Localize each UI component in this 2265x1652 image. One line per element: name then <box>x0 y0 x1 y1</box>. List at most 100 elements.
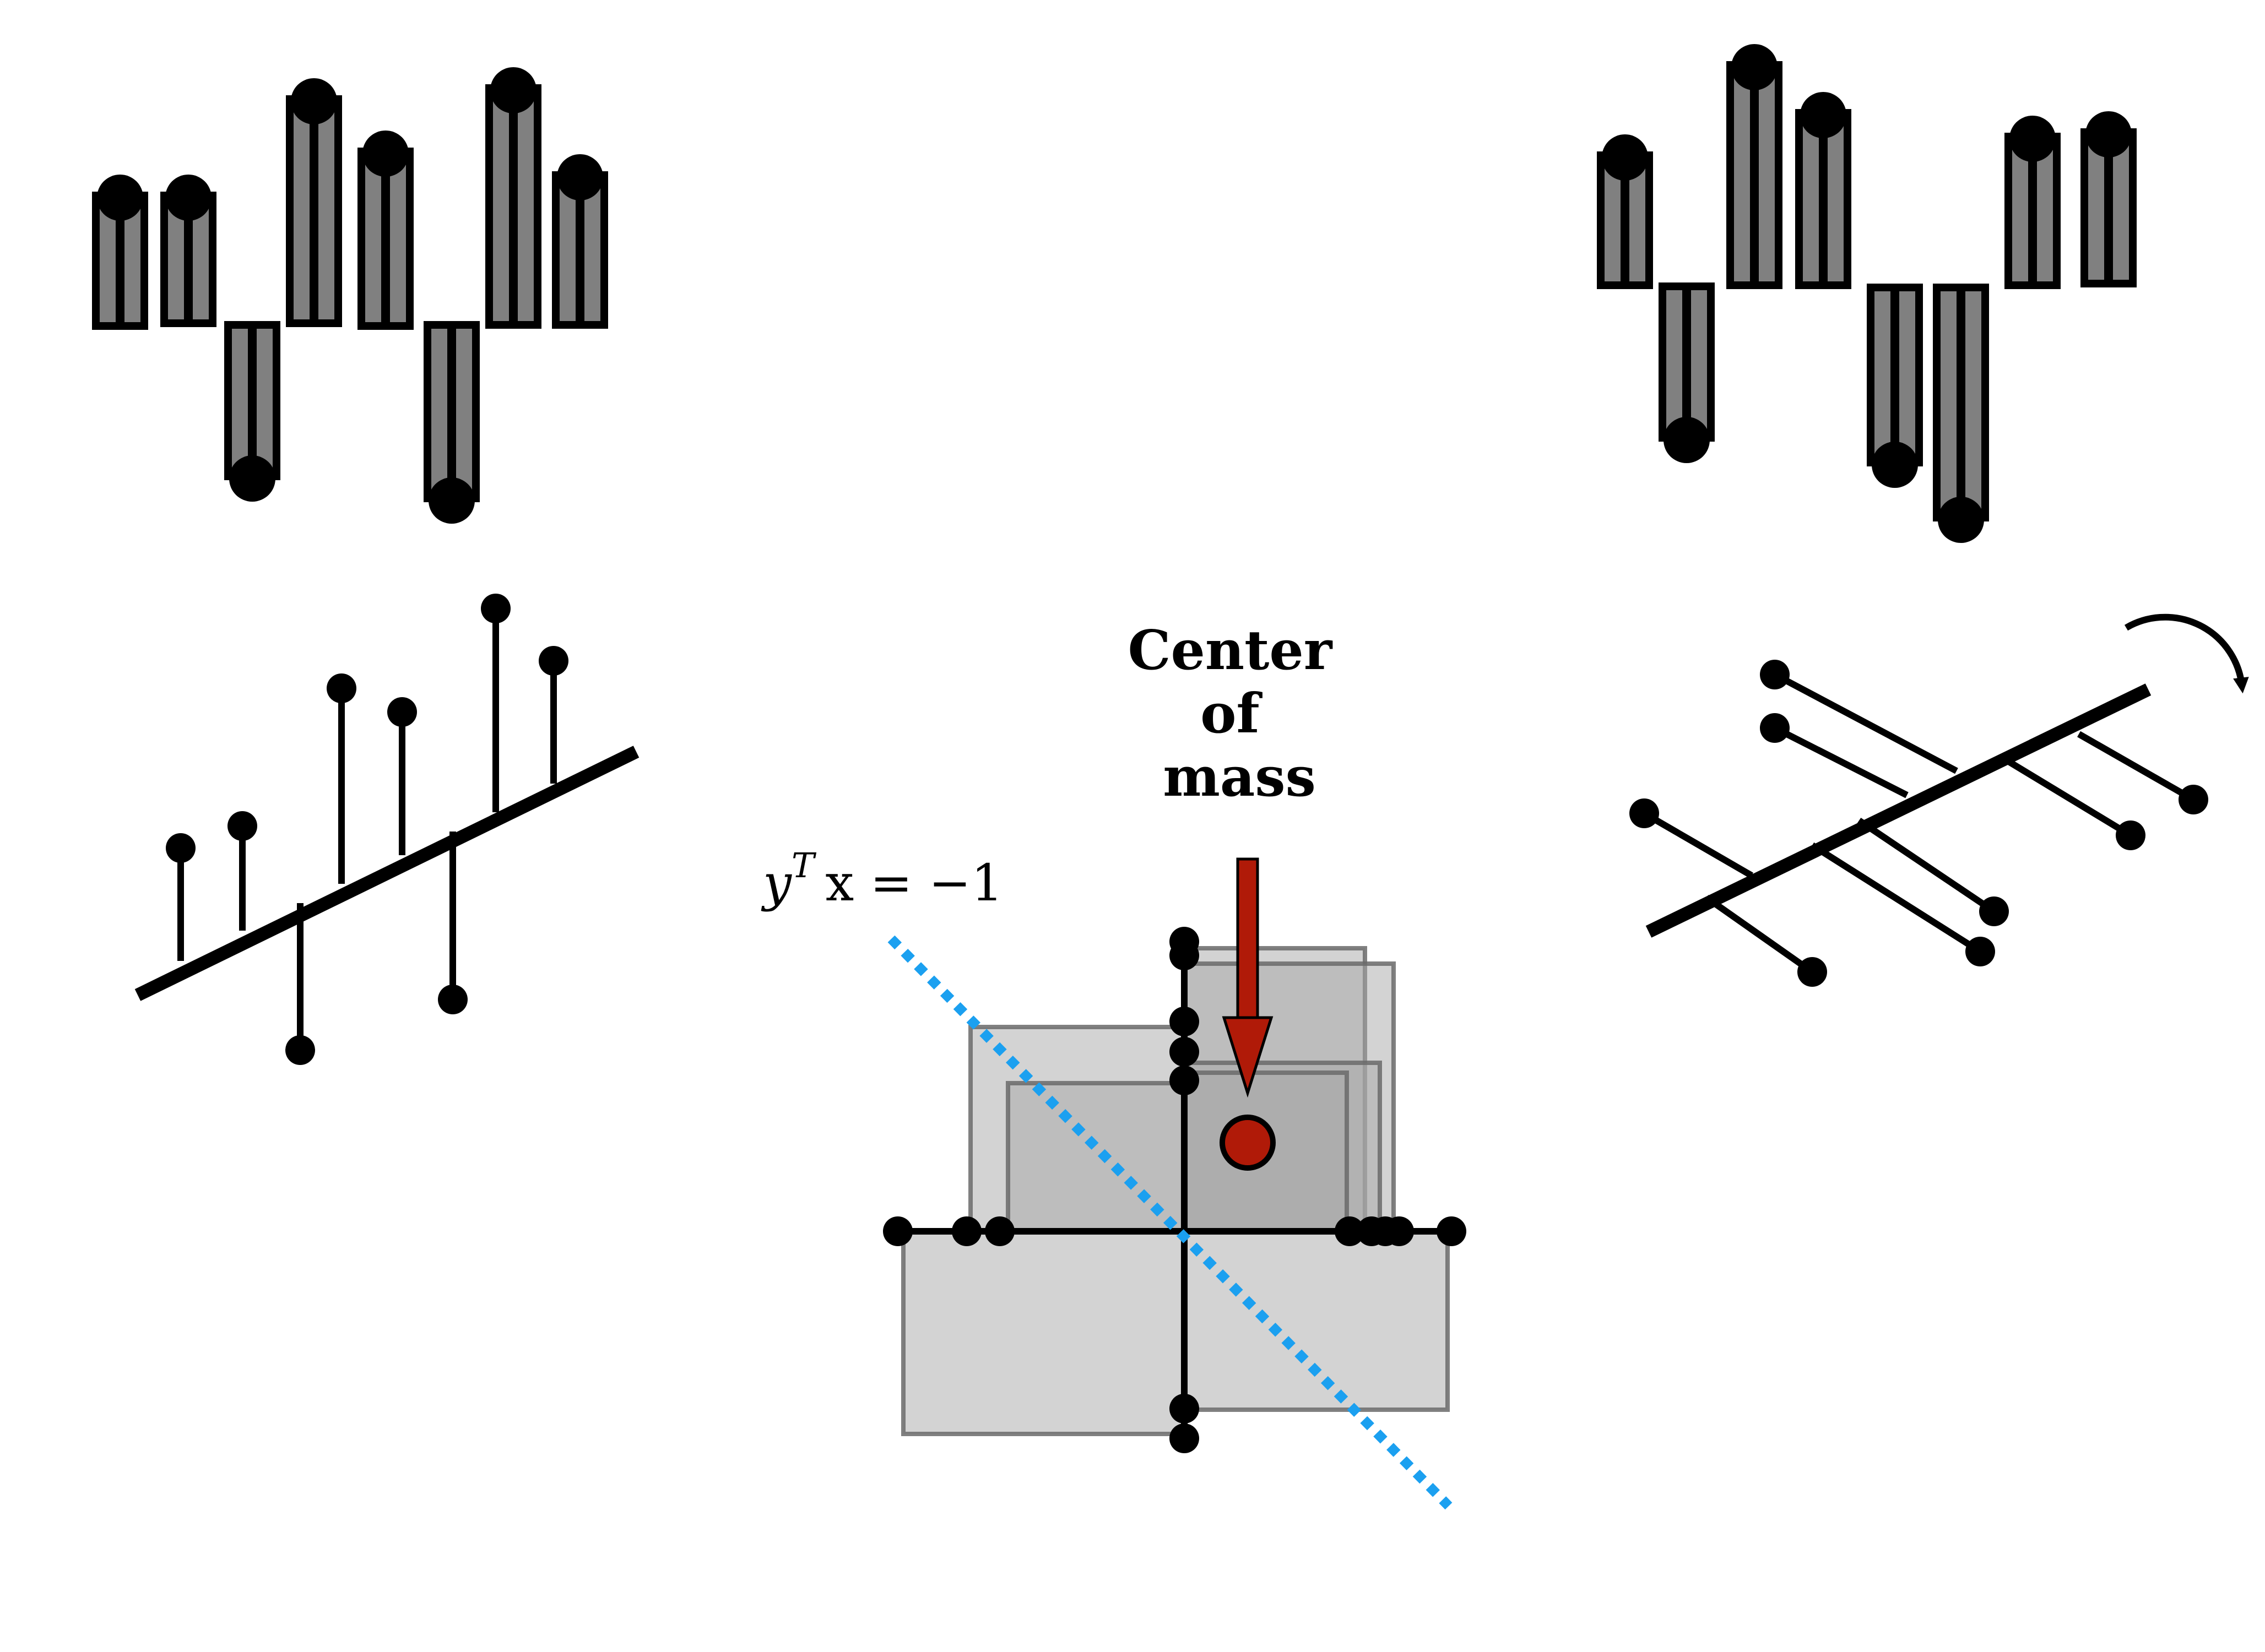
overlap-box-8 <box>1182 1229 1450 1412</box>
bar-1 <box>92 175 148 330</box>
pin-stem <box>2077 731 2195 803</box>
bar-4 <box>286 78 342 327</box>
pin-2 <box>1760 713 1909 798</box>
center-of-mass-dot <box>1220 1115 1276 1171</box>
center-of-mass-label-line-1: Center <box>1128 619 1333 682</box>
bar-1 <box>1597 134 1653 289</box>
overlap-box-7 <box>901 1229 1186 1436</box>
bar-2 <box>160 175 216 327</box>
rotation-arrow-icon <box>2124 613 2249 694</box>
pin-stem <box>1773 725 1909 798</box>
pin-stem <box>1857 818 1996 914</box>
pin-6 <box>438 832 468 1014</box>
bar-end-dot <box>362 131 409 177</box>
pin-stem <box>1642 810 1754 879</box>
equation-rest: x = −1 <box>825 854 1003 912</box>
endpoint-dot <box>1169 941 1199 970</box>
pin-dot <box>1629 798 1659 828</box>
bar-end-dot <box>1938 497 1984 543</box>
bar-end-dot <box>429 477 475 524</box>
pin-dot <box>1760 660 1790 689</box>
bar-end-dot <box>291 78 337 124</box>
pin-3 <box>2077 731 2208 814</box>
endpoint-dot <box>1169 1423 1199 1453</box>
bar-8 <box>2080 111 2137 287</box>
endpoint-dot <box>883 1216 913 1246</box>
bar-end-dot <box>165 175 212 221</box>
bar-3 <box>1726 44 1782 289</box>
bar-end-dot <box>2085 111 2132 157</box>
pin-dot <box>327 673 356 703</box>
axis-line <box>1645 683 2152 938</box>
bar-end-dot <box>1872 442 1918 488</box>
bar-end-dot <box>229 455 275 502</box>
pin-dot <box>2179 785 2208 814</box>
com-arrow-shaft <box>1236 857 1259 1020</box>
pin-dot <box>539 646 568 676</box>
endpoint-dot <box>1169 1037 1199 1067</box>
pin-stem <box>1773 671 1958 774</box>
pin-diagram-right <box>1629 660 2208 987</box>
bar-2 <box>1659 282 1715 463</box>
bar-5 <box>357 131 414 330</box>
center-of-mass-label-line-3: mass <box>1163 746 1316 809</box>
endpoint-dot <box>1437 1216 1466 1246</box>
pin-dot <box>1979 896 2009 926</box>
bar-4 <box>1795 92 1851 289</box>
pin-dot <box>481 594 511 623</box>
pin-5 <box>1857 818 2009 926</box>
pin-dot <box>227 811 257 841</box>
center-of-mass-label: Center of mass <box>1128 619 1351 809</box>
pin-diagram-left <box>134 594 640 1065</box>
endpoint-dot <box>1169 1066 1199 1095</box>
pin-6 <box>1810 842 1995 966</box>
pin-7 <box>481 594 511 812</box>
pin-dot <box>166 833 196 863</box>
bar-end-dot <box>490 67 537 113</box>
pin-stem <box>1704 895 1814 975</box>
bar-6 <box>1933 284 1989 543</box>
bar-6 <box>424 321 480 524</box>
equation-variable-y: y <box>761 854 792 912</box>
endpoint-dot <box>952 1216 982 1246</box>
pin-7 <box>1629 798 1754 879</box>
bar-8 <box>552 154 608 329</box>
bar-end-dot <box>1663 417 1710 463</box>
pin-3 <box>285 903 315 1065</box>
bar-3 <box>224 321 280 502</box>
pin-stem <box>2006 758 2133 839</box>
down-arrow-icon <box>1222 1016 1274 1098</box>
bar-end-dot <box>1731 44 1778 90</box>
bar-end-dot <box>1800 92 1846 138</box>
pin-dot <box>1760 713 1790 743</box>
endpoint-dot <box>985 1216 1015 1246</box>
bar-end-dot <box>2009 116 2056 162</box>
pin-2 <box>227 811 257 931</box>
bar-group-top-left <box>92 67 608 524</box>
endpoint-dot <box>1169 1007 1199 1036</box>
bar-7 <box>2004 116 2061 289</box>
pin-dot <box>438 985 468 1014</box>
box-diagram-center <box>883 857 1466 1510</box>
pin-4 <box>327 673 356 884</box>
pin-8 <box>539 646 568 784</box>
pin-dot <box>2116 820 2145 850</box>
equation-superscript-t: T <box>792 845 817 885</box>
pin-4 <box>2006 758 2145 850</box>
pin-dot <box>1797 957 1827 987</box>
pin-stem <box>1810 842 1982 955</box>
bar-5 <box>1867 284 1923 488</box>
pin-dot <box>285 1035 315 1065</box>
bar-7 <box>485 67 541 329</box>
endpoint-dot <box>1169 1394 1199 1423</box>
pin-dot <box>1965 937 1995 966</box>
bar-end-dot <box>97 175 143 221</box>
bar-group-top-right <box>1597 44 2137 543</box>
endpoint-dot <box>1384 1216 1414 1246</box>
bar-end-dot <box>557 154 603 200</box>
center-of-mass-label-line-2: of <box>1200 682 1262 746</box>
endpoint-dot <box>1335 1216 1364 1246</box>
pin-5 <box>387 697 417 855</box>
